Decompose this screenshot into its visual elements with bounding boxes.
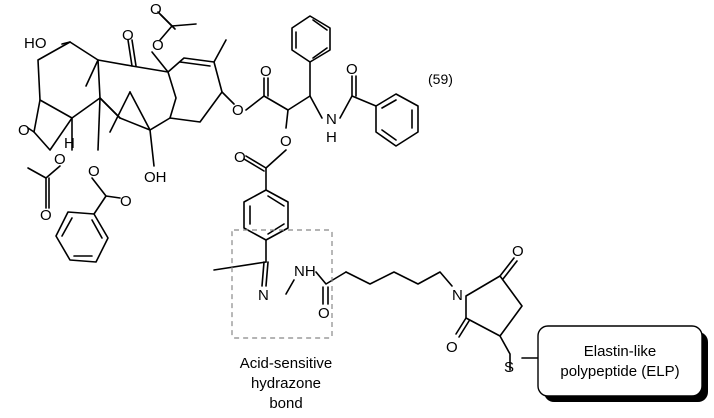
linker-bonds [243, 149, 287, 191]
succinimide-ring [455, 257, 539, 371]
succinimide-o-top-label: O [512, 243, 524, 260]
hydrazone-nh-label: NH [294, 263, 316, 280]
ester-o-label: O [232, 102, 244, 119]
hydrazone-annotation: Acid-sensitive hydrazone bond [240, 355, 333, 412]
succinimide-o-bottom-label: O [446, 339, 458, 356]
ho-label-top: HO [24, 35, 47, 52]
linker-carbonyl-o-label: O [234, 149, 246, 166]
benzamide-phenyl-ring [375, 93, 419, 147]
ketone-o-label: O [122, 27, 134, 44]
annotation-line-1: Acid-sensitive [240, 355, 333, 372]
elp-label-line-1: Elastin-like [584, 343, 657, 360]
amide-h-label: H [326, 129, 337, 146]
amide-carbonyl-o-label: O [346, 61, 358, 78]
acetyl-o-label: O [152, 37, 164, 54]
hydrazone-n-label: N [258, 287, 269, 304]
sulfur-label: S [504, 359, 514, 376]
succinimide-n-label: N [452, 287, 463, 304]
acyloxy-o-label: O [280, 133, 292, 150]
side-chain-bonds [245, 61, 377, 129]
acetate-carbonyl-o-label: O [40, 207, 52, 224]
benzoate-o-label: O [88, 163, 100, 180]
hydrazone-chain-bonds [213, 239, 453, 305]
elp-label-line-2: polypeptide (ELP) [560, 363, 679, 380]
sidechain-phenyl-ring [291, 15, 331, 63]
h-label: H [64, 135, 75, 152]
hydrazone-highlight-box [231, 229, 333, 339]
compound-label: (59) [428, 71, 453, 87]
amide-n-label: N [326, 111, 337, 128]
acetyl-carbonyl-o-label: O [150, 1, 162, 18]
benzoate-carbonyl-o-label: O [120, 193, 132, 210]
annotation-line-2: hydrazone [251, 375, 321, 392]
oh-label-bottom: OH [144, 169, 167, 186]
linker-phenyl-ring [243, 189, 289, 241]
annotation-line-3: bond [269, 395, 302, 412]
benzoate-phenyl-ring [55, 211, 109, 263]
acetate-o-label: O [54, 151, 66, 168]
epoxide-o-label: O [18, 122, 30, 139]
hydrazide-carbonyl-o-label: O [318, 305, 330, 322]
elp-box: Elastin-like polypeptide (ELP) [537, 325, 708, 402]
ester-carbonyl-o-label: O [260, 63, 272, 80]
taxane-core-bonds [27, 11, 235, 215]
